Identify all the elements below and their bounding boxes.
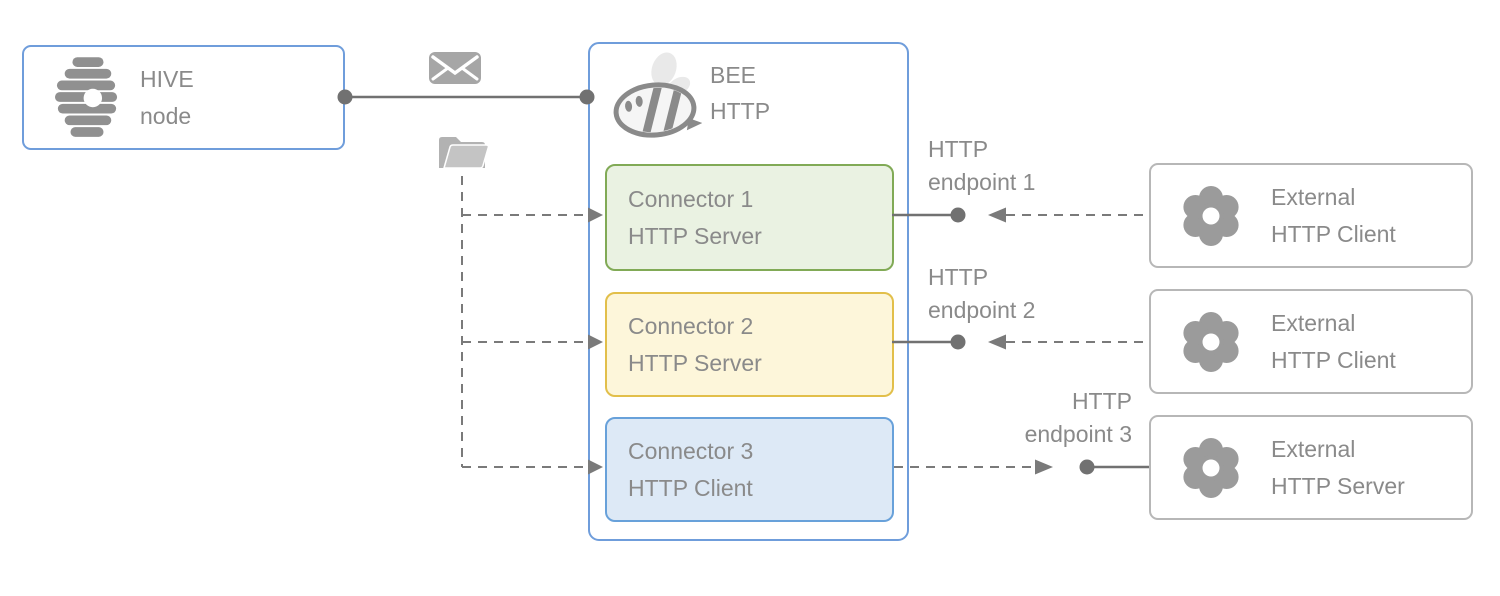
- external-2-title: External: [1271, 309, 1356, 336]
- endpoint-2-label-line2: endpoint 2: [928, 297, 1036, 323]
- bee-box: BEE HTTP Connector 1 HTTP Server Connect…: [588, 42, 909, 541]
- external-1-title: External: [1271, 183, 1356, 210]
- connector-3-subtitle: HTTP Client: [628, 474, 753, 501]
- hive-subtitle: node: [140, 102, 192, 129]
- external-2-box: External HTTP Client: [1149, 289, 1473, 394]
- endpoint-3-label-line1: HTTP: [1071, 388, 1132, 414]
- connector-2-box: Connector 2 HTTP Server: [605, 292, 894, 397]
- envelope-icon: [429, 52, 481, 84]
- external-1-box: External HTTP Client: [1149, 163, 1473, 268]
- connector-1-title: Connector 1: [628, 185, 754, 212]
- flower-icon: [1183, 185, 1239, 246]
- connector-1-box: Connector 1 HTTP Server: [605, 164, 894, 271]
- bee-title: BEE: [710, 62, 757, 88]
- bee-icon: [602, 47, 703, 147]
- endpoint-2-dot: [950, 334, 966, 350]
- endpoint-2-label: HTTP endpoint 2: [928, 261, 1035, 327]
- external-2-subtitle: HTTP Client: [1271, 346, 1396, 373]
- endpoint-3-label: HTTP endpoint 3: [932, 385, 1132, 451]
- endpoint-3-label-line2: endpoint 3: [1024, 421, 1132, 447]
- connector-3-box: Connector 3 HTTP Client: [605, 417, 894, 522]
- connector-1-subtitle: HTTP Server: [628, 222, 762, 249]
- external-2-arrowhead: [988, 334, 1006, 350]
- endpoint-3-dot: [1079, 459, 1095, 475]
- connector-2-subtitle: HTTP Server: [628, 349, 762, 376]
- flower-icon: [1183, 311, 1239, 372]
- flower-icon: [1183, 437, 1239, 498]
- connector-2-title: Connector 2: [628, 312, 754, 339]
- endpoint-2-label-line1: HTTP: [928, 264, 989, 290]
- external-1-subtitle: HTTP Client: [1271, 220, 1396, 247]
- endpoint-1-dot: [950, 207, 966, 223]
- external-3-box: External HTTP Server: [1149, 415, 1473, 520]
- external-3-title: External: [1271, 435, 1356, 462]
- folder-icon: [439, 137, 489, 169]
- connector-3-arrowhead: [1035, 459, 1053, 475]
- external-3-subtitle: HTTP Server: [1271, 472, 1405, 499]
- hive-title: HIVE: [140, 65, 194, 92]
- connector-3-title: Connector 3: [628, 437, 754, 464]
- beehive-icon: [54, 56, 118, 137]
- endpoint-1-label-line2: endpoint 1: [928, 169, 1036, 195]
- bee-subtitle: HTTP: [710, 98, 771, 124]
- endpoint-1-label-line1: HTTP: [928, 136, 989, 162]
- external-1-arrowhead: [988, 207, 1006, 223]
- endpoint-1-label: HTTP endpoint 1: [928, 133, 1035, 199]
- hive-node-box: HIVE node: [22, 45, 345, 150]
